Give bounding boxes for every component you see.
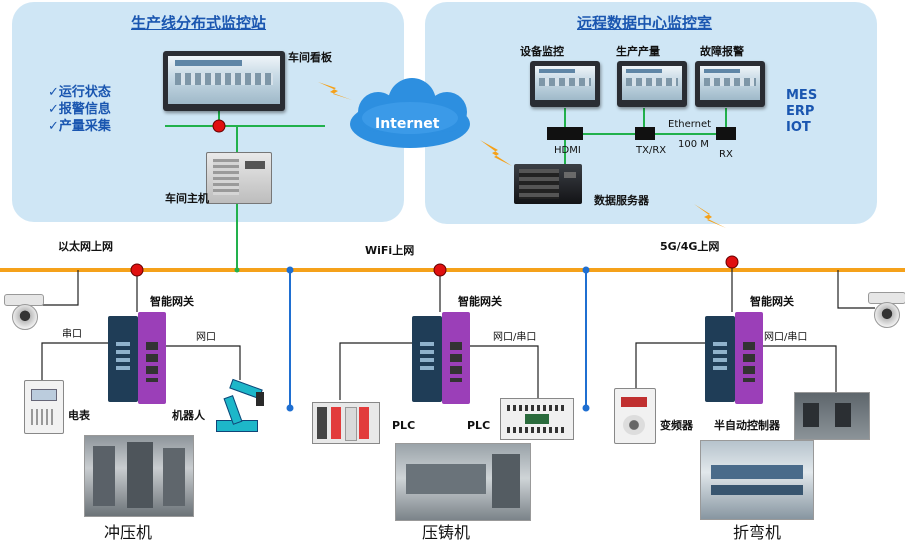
junction-gateway3 bbox=[725, 255, 739, 269]
gateway1-icon bbox=[108, 312, 168, 404]
s2-plc-line bbox=[339, 342, 415, 400]
monitor-label-output: 生产产量 bbox=[616, 45, 660, 58]
uplink-wifi-label: WiFi上网 bbox=[365, 244, 415, 257]
s1-machine-label: 冲压机 bbox=[104, 523, 153, 542]
junction-blue-2 bbox=[582, 266, 590, 274]
camera-left-line bbox=[40, 270, 79, 306]
txrx-converter bbox=[635, 127, 655, 140]
camera-right-line bbox=[837, 270, 875, 309]
lightning-cellular-icon bbox=[694, 204, 726, 228]
checklist-item: ✓运行状态 bbox=[48, 85, 111, 100]
stamping-machine-photo bbox=[84, 435, 194, 517]
junction-blue-1 bbox=[286, 266, 294, 274]
die-casting-machine-photo bbox=[395, 443, 531, 521]
s1-net-label: 网口 bbox=[196, 332, 216, 343]
hdmi-label: HDMI bbox=[554, 145, 581, 156]
junction-board bbox=[212, 119, 226, 133]
rx-label: RX bbox=[719, 149, 733, 160]
s1-serial-label: 串口 bbox=[62, 329, 82, 340]
speed-label: 100 M bbox=[678, 139, 709, 150]
s3-device-a-label: 变频器 bbox=[660, 419, 693, 432]
s1-net-line bbox=[166, 345, 241, 380]
plc-compact-icon bbox=[500, 398, 574, 440]
data-server-icon bbox=[514, 164, 582, 204]
data-server-label: 数据服务器 bbox=[594, 194, 649, 207]
junction-gateway1 bbox=[130, 263, 144, 277]
semi-auto-controller-photo bbox=[794, 392, 870, 440]
plc-rack-icon bbox=[312, 402, 380, 444]
right-panel-title: 远程数据中心监控室 bbox=[577, 14, 713, 32]
s2-device-b-label: PLC bbox=[467, 419, 491, 432]
lightning-server-icon bbox=[480, 140, 512, 166]
workshop-board-label: 车间看板 bbox=[288, 51, 332, 64]
system-erp: ERP bbox=[786, 104, 815, 119]
s3-machine-label: 折弯机 bbox=[733, 523, 782, 542]
s2-net-label: 网口/串口 bbox=[493, 332, 537, 343]
ethernet-label: Ethernet bbox=[668, 119, 712, 130]
uplink-cellular-label: 5G/4G上网 bbox=[660, 240, 720, 253]
s3-inverter-line bbox=[635, 342, 708, 388]
inverter-icon bbox=[614, 388, 656, 444]
gateway1-label: 智能网关 bbox=[150, 295, 194, 308]
lightning-board-icon bbox=[318, 82, 352, 100]
s1-device-a-label: 电表 bbox=[68, 409, 90, 422]
left-panel-title: 生产线分布式监控站 bbox=[131, 14, 267, 32]
hdmi-extender bbox=[547, 127, 583, 140]
gateway3-label: 智能网关 bbox=[750, 295, 794, 308]
s3-device-b-label: 半自动控制器 bbox=[714, 419, 780, 432]
right-camera-icon bbox=[866, 290, 905, 330]
remote-datacenter-panel bbox=[425, 2, 877, 224]
s2-net-line bbox=[466, 345, 539, 398]
s2-machine-label: 压铸机 bbox=[422, 523, 471, 542]
system-mes: MES bbox=[786, 88, 818, 103]
checklist-item: ✓产量采集 bbox=[48, 119, 111, 134]
s2-device-a-label: PLC bbox=[392, 419, 416, 432]
output-monitor bbox=[617, 61, 687, 107]
s3-net-line bbox=[760, 345, 837, 392]
uplink-ethernet-label: 以太网上网 bbox=[58, 240, 113, 253]
left-camera-icon bbox=[4, 292, 44, 332]
workshop-board-monitor bbox=[163, 51, 285, 111]
gateway2-icon bbox=[412, 312, 472, 404]
checklist-item: ✓报警信息 bbox=[48, 102, 111, 117]
workshop-host-icon bbox=[206, 152, 272, 204]
system-iot: IOT bbox=[786, 120, 811, 135]
s1-serial-line bbox=[41, 342, 110, 380]
txrx-label: TX/RX bbox=[636, 145, 667, 156]
junction-blue-4 bbox=[582, 404, 590, 412]
junction-blue-3 bbox=[286, 404, 294, 412]
junction-gateway2 bbox=[433, 263, 447, 277]
internet-cloud-icon bbox=[350, 78, 470, 148]
system-list: MES ERP IOT bbox=[786, 88, 817, 136]
gateway3-icon bbox=[705, 312, 765, 404]
fault-monitor bbox=[695, 61, 765, 107]
workshop-host-label: 车间主机 bbox=[165, 192, 209, 205]
robot-arm-icon bbox=[206, 376, 268, 432]
s1-device-b-label: 机器人 bbox=[172, 409, 205, 422]
rx-converter bbox=[716, 127, 736, 140]
equipment-monitor bbox=[530, 61, 600, 107]
junction-blue-5 bbox=[234, 267, 240, 273]
bending-machine-photo bbox=[700, 440, 814, 520]
monitor-label-fault: 故障报警 bbox=[700, 45, 744, 58]
gateway2-label: 智能网关 bbox=[458, 295, 502, 308]
internet-label: Internet bbox=[375, 116, 440, 132]
s3-net-label: 网口/串口 bbox=[764, 332, 808, 343]
electric-meter-icon bbox=[24, 380, 64, 434]
monitor-label-equipment: 设备监控 bbox=[520, 45, 564, 58]
